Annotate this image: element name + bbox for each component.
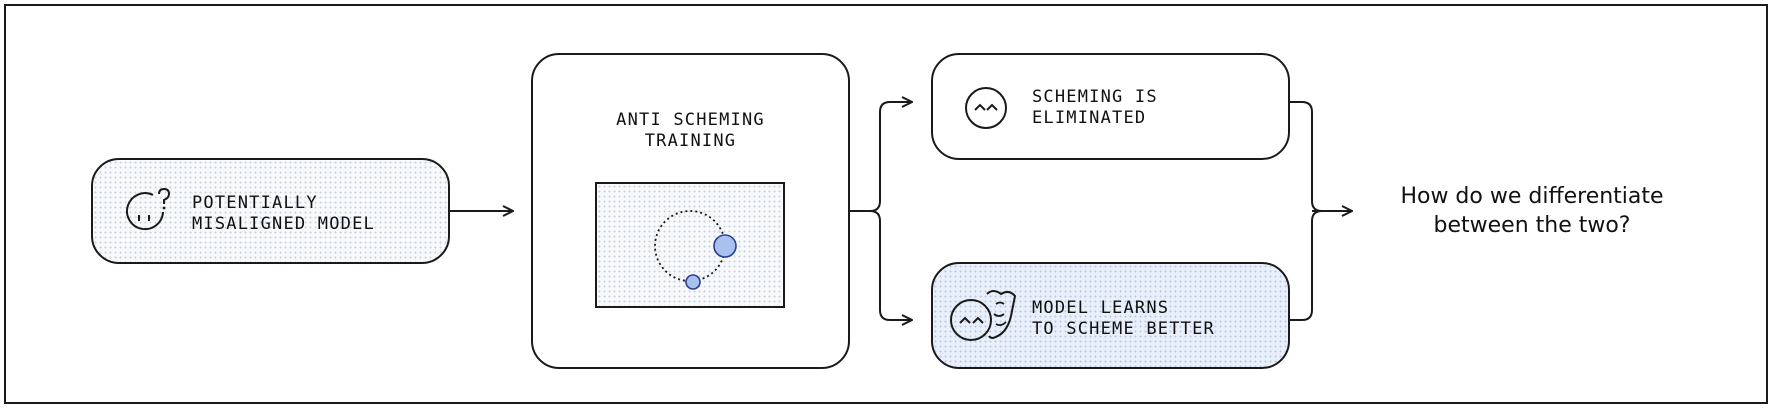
node-scheme-better-label: MODEL LEARNS TO SCHEME BETTER <box>1032 298 1215 339</box>
arrow-training-to-eliminated <box>850 102 912 212</box>
training-inner-panel <box>595 182 785 308</box>
differentiation-question: How do we differentiate between the two? <box>1400 184 1664 238</box>
node-eliminated-label: SCHEMING IS ELIMINATED <box>1032 87 1158 128</box>
node-potentially-misaligned-model: POTENTIALLY MISALIGNED MODEL <box>91 158 450 264</box>
smiling-face-icon <box>965 87 1007 129</box>
face-with-mask-icon <box>950 290 1017 341</box>
node-model-label: POTENTIALLY MISALIGNED MODEL <box>192 193 375 234</box>
orbit-diagram-icon <box>654 210 737 290</box>
confused-face-question-icon <box>126 188 171 231</box>
node-scheming-eliminated: SCHEMING IS ELIMINATED <box>931 53 1290 160</box>
node-training-label: ANTI SCHEMING TRAINING <box>616 110 765 151</box>
node-anti-scheming-training: ANTI SCHEMING TRAINING <box>531 53 850 369</box>
node-model-learns-to-scheme-better: MODEL LEARNS TO SCHEME BETTER <box>931 262 1290 369</box>
connector-scheme-better-to-merge <box>1290 210 1323 321</box>
arrow-training-to-scheme-better <box>850 210 912 320</box>
connector-eliminated-to-merge <box>1290 101 1323 212</box>
